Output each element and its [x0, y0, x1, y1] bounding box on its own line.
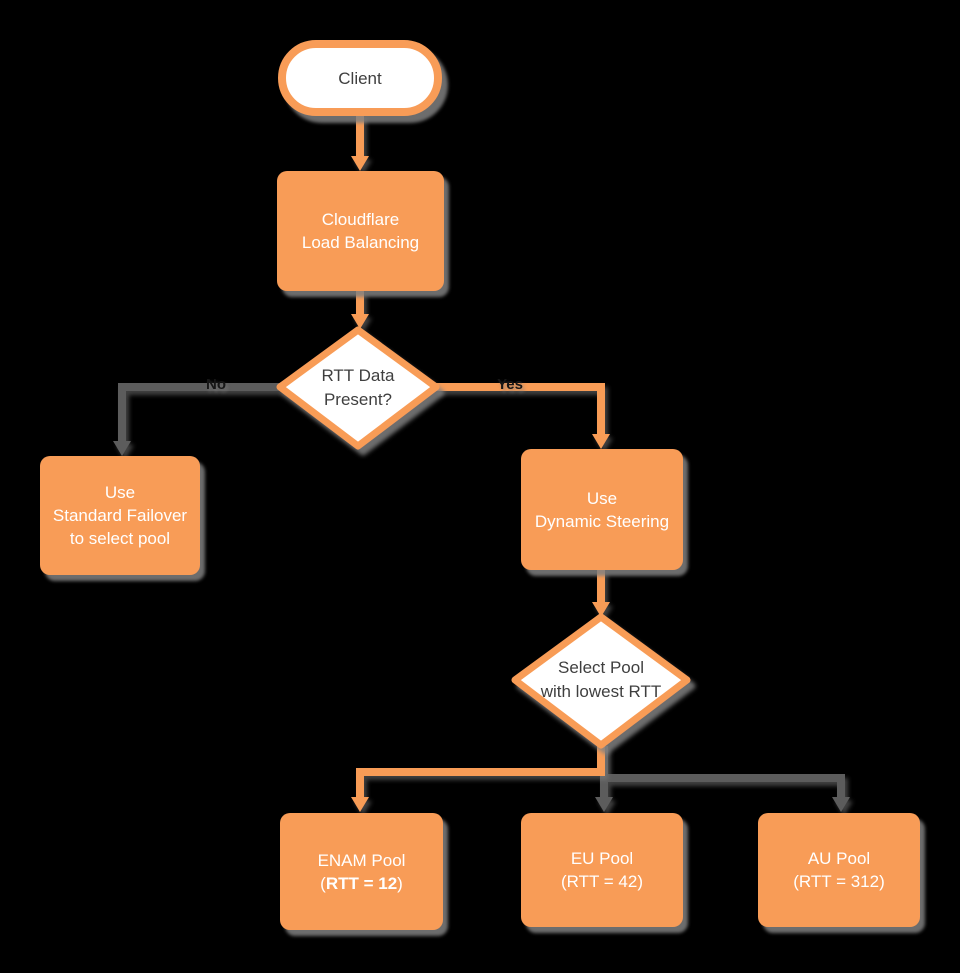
node-load-balancing-line1: Cloudflare: [321, 210, 400, 229]
decision-rtt-line2: Present?: [323, 390, 393, 409]
edge-selectpool-to-enam: [356, 744, 605, 799]
node-eu-pool-line1: EU Pool: [570, 849, 634, 868]
node-client: Client: [278, 40, 442, 116]
arrowhead-failover-icon: [113, 441, 131, 456]
decision-select-pool-label: Select Pool with lowest RTT: [514, 650, 688, 710]
edge-selectpool-to-au: [600, 746, 845, 799]
enam-rtt-suffix: ): [397, 873, 403, 893]
node-dynamic-steering-line1: Use: [586, 488, 618, 508]
arrowhead-au-pool-icon: [832, 797, 850, 812]
node-standard-failover-line3: to select pool: [69, 529, 171, 548]
node-enam-pool-line1: ENAM Pool: [317, 850, 406, 870]
node-au-pool-line2: (RTT = 312): [793, 872, 885, 891]
node-client-label: Client: [338, 68, 382, 88]
edge-rtt-yes-to-dynamic: [435, 383, 605, 436]
node-standard-failover-line2: Standard Failover: [52, 506, 188, 525]
arrowhead-select-pool-icon: [592, 602, 610, 617]
edge-rtt-no-to-failover: [118, 383, 281, 444]
arrowhead-rtt-decision-icon: [351, 314, 369, 329]
node-load-balancing-line2: Load Balancing: [301, 233, 420, 252]
node-standard-failover: Use Standard Failover to select pool: [40, 456, 200, 575]
edge-label-no: No: [206, 376, 226, 393]
decision-select-pool-line2: with lowest RTT: [540, 682, 662, 701]
decision-rtt-data-shape: [276, 326, 440, 450]
decision-rtt-line1: RTT Data: [321, 366, 395, 385]
enam-rtt-value: RTT = 12: [325, 873, 398, 893]
node-eu-pool-line2: (RTT = 42): [560, 872, 644, 891]
node-standard-failover-line1: Use: [104, 483, 136, 502]
node-dynamic-steering-line2: Dynamic Steering: [534, 511, 670, 531]
node-au-pool: AU Pool (RTT = 312): [758, 813, 920, 927]
enam-rtt-prefix: (: [320, 873, 326, 893]
node-enam-pool: ENAM Pool (RTT = 12): [280, 813, 443, 930]
decision-select-pool-line1: Select Pool: [558, 658, 644, 677]
node-eu-pool: EU Pool (RTT = 42): [521, 813, 683, 927]
arrowhead-enam-pool-icon: [351, 797, 369, 812]
node-load-balancing: Cloudflare Load Balancing: [277, 171, 444, 291]
decision-select-pool-shape: [511, 613, 691, 749]
arrowhead-dynamic-steering-icon: [592, 434, 610, 449]
edge-label-yes: Yes: [497, 376, 523, 393]
node-dynamic-steering: Use Dynamic Steering: [521, 449, 683, 570]
arrowhead-loadbalancing-icon: [351, 156, 369, 171]
arrowhead-eu-pool-icon: [595, 797, 613, 812]
node-enam-pool-line2: (RTT = 12): [320, 872, 403, 895]
node-au-pool-line1: AU Pool: [807, 849, 871, 868]
decision-rtt-data-label: RTT Data Present?: [283, 358, 433, 418]
